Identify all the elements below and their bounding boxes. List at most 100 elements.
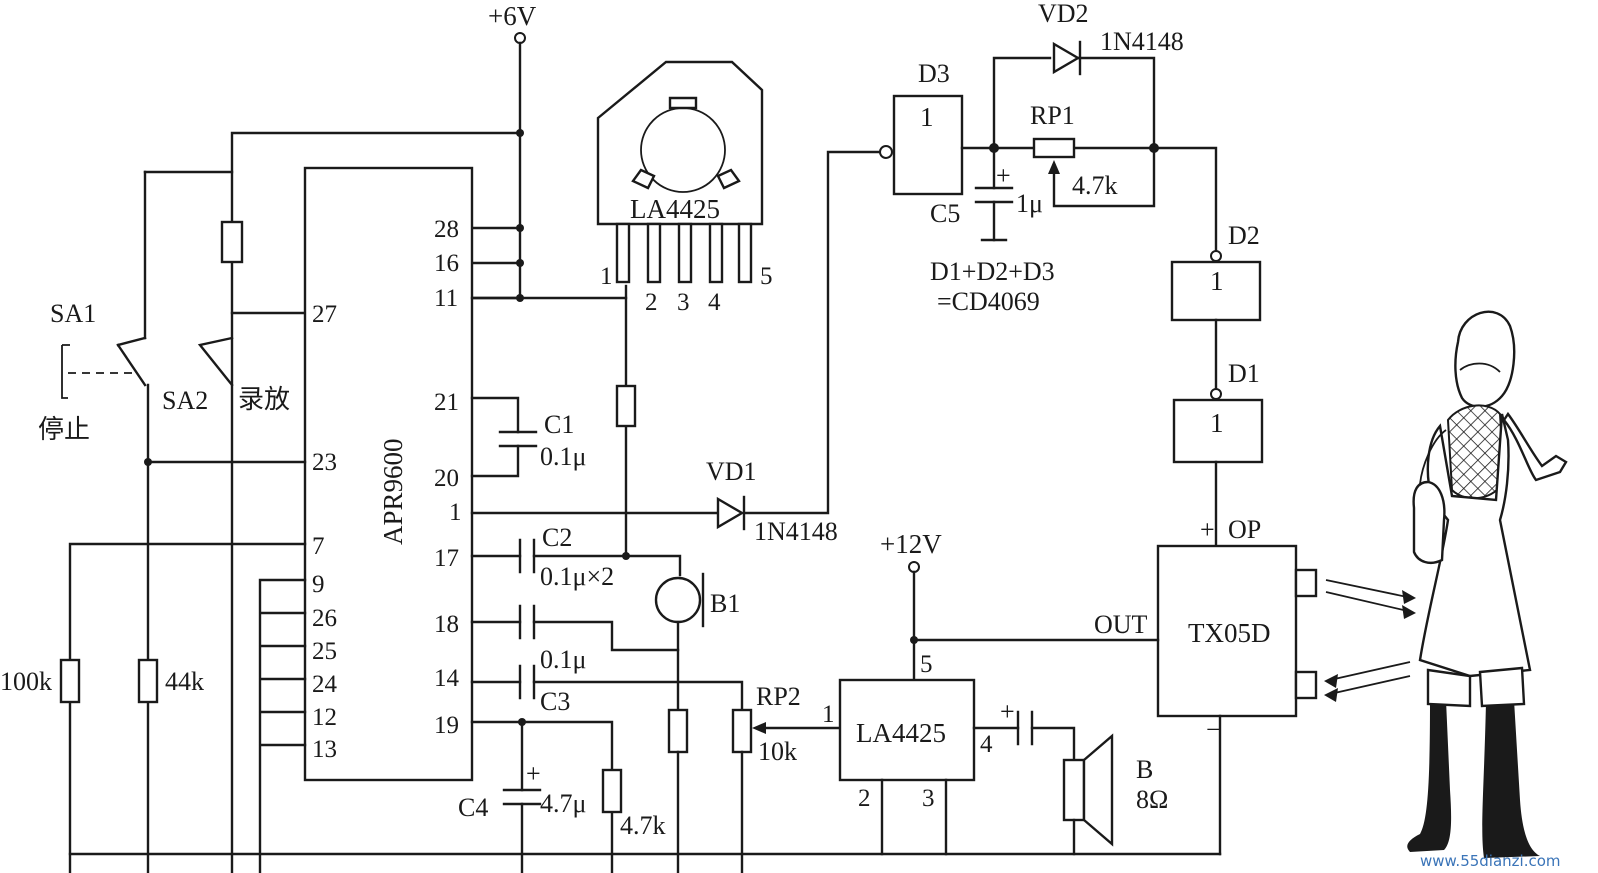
la-bottom-pin-2: 2 — [858, 785, 871, 812]
tx05d-minus-label: − — [1206, 715, 1221, 744]
inverter-d3-symbol: 1 — [920, 102, 934, 132]
potentiometer-rp2 — [731, 708, 842, 873]
resistor-44k-label: 44k — [165, 667, 204, 696]
la-top-pin-2: 2 — [645, 289, 658, 316]
apr-pin-27: 27 — [312, 301, 337, 328]
apr-pin-25: 25 — [312, 638, 337, 665]
la-bottom-pin-3: 3 — [922, 785, 935, 812]
resistor-44k — [137, 658, 159, 704]
resistor-4k7-c4 — [601, 768, 623, 814]
diode-vd1-label: VD1 — [706, 457, 757, 486]
apr-pin-14: 14 — [434, 665, 460, 692]
tx05d-plus-label: + — [1200, 515, 1215, 544]
cap-c5-plus: + — [996, 161, 1011, 190]
cap-c4-label: C4 — [458, 793, 488, 822]
person-illustration — [1407, 310, 1568, 858]
resistor-100k — [59, 658, 81, 704]
apr-pin-12: 12 — [312, 704, 337, 731]
la-bottom-pin-4: 4 — [980, 731, 993, 758]
inverter-d1-label: D1 — [1228, 359, 1260, 388]
watermark: www.55dianzi.com — [1420, 852, 1561, 870]
apr-pin-13: 13 — [312, 736, 337, 763]
apr-pin-7: 7 — [312, 533, 325, 560]
speaker-b-label: B — [1136, 755, 1153, 784]
resistor-pullup-27 — [220, 220, 244, 264]
potentiometer-rp1-value: 4.7k — [1072, 171, 1118, 200]
apr-pin-18: 18 — [434, 611, 459, 638]
apr-pin-28: 28 — [434, 216, 459, 243]
potentiometer-rp2-label: RP2 — [756, 682, 801, 711]
apr9600-right-pins: 28 16 11 21 20 1 17 18 14 19 — [434, 216, 462, 739]
switch-rec-label: 录放 — [238, 385, 290, 415]
inverter-d2-label: D2 — [1228, 221, 1260, 250]
diode-vd1-part: 1N4148 — [754, 517, 838, 546]
apr-pin-9: 9 — [312, 571, 325, 598]
cap-c3-value: 0.1μ — [540, 645, 586, 674]
speaker-b-value: 8Ω — [1136, 785, 1168, 814]
inverter-d1 — [1172, 398, 1264, 464]
speaker-b — [1062, 733, 1114, 856]
apr-pin-1: 1 — [449, 499, 462, 526]
resistor-4k7-label: 4.7k — [620, 811, 666, 840]
apr-pin-17: 17 — [434, 545, 459, 572]
apr-pin-16: 16 — [434, 250, 459, 277]
inverter-d3 — [892, 94, 964, 196]
diode-vd1 — [716, 495, 746, 531]
switch-stop-label: 停止 — [38, 415, 90, 445]
switch-sa1 — [61, 336, 147, 399]
potentiometer-rp2-value: 10k — [758, 737, 797, 766]
la4425-package — [596, 60, 764, 284]
la-bottom-pin-1: 1 — [822, 701, 835, 728]
cap-c5-value: 1μ — [1016, 189, 1043, 218]
la4425-top-label: LA4425 — [630, 194, 720, 224]
cap-out-plus: + — [1000, 697, 1015, 726]
cap-c2-label: C2 — [542, 523, 572, 552]
la-top-pin-1: 1 — [600, 263, 613, 290]
la4425-bottom-label: LA4425 — [856, 718, 946, 748]
apr-pin-11: 11 — [434, 285, 458, 312]
la-bottom-pin-5: 5 — [920, 651, 933, 678]
la-top-pin-4: 4 — [708, 289, 721, 316]
apr-pin-21: 21 — [434, 389, 459, 416]
inverter-d2-symbol: 1 — [1210, 266, 1224, 296]
cap-c1-value: 0.1μ — [540, 442, 586, 471]
apr9600-chip — [303, 166, 474, 782]
supply-6v-label: +6V — [488, 1, 537, 31]
gates-note-1: D1+D2+D3 — [930, 257, 1055, 286]
diode-vd2 — [1052, 40, 1082, 76]
microphone-b1-label: B1 — [710, 589, 740, 618]
tx05d-module — [1156, 544, 1298, 718]
la4425-amplifier — [838, 678, 976, 782]
apr9600-label: APR9600 — [378, 438, 408, 545]
diode-vd2-part: 1N4148 — [1100, 27, 1184, 56]
gates-note-2: =CD4069 — [937, 287, 1040, 316]
inverter-d2 — [1170, 260, 1262, 322]
apr9600-left-pins: 27 23 7 9 26 25 24 12 13 — [312, 301, 338, 763]
cap-c4-value: 4.7μ — [540, 789, 586, 818]
resistor-100k-label: 100k — [0, 667, 52, 696]
microphone-b1 — [654, 572, 705, 628]
apr-pin-19: 19 — [434, 712, 459, 739]
potentiometer-rp1 — [1032, 137, 1156, 208]
cap-c4-plus: + — [526, 759, 541, 788]
switch-sa2 — [197, 336, 234, 387]
resistor-mic-bias — [615, 384, 637, 428]
apr-pin-23: 23 — [312, 449, 337, 476]
resistor-mic-load — [667, 708, 689, 754]
inverter-d1-symbol: 1 — [1210, 408, 1224, 438]
tx05d-label: TX05D — [1188, 618, 1271, 648]
supply-12v-label: +12V — [880, 529, 942, 559]
switch-sa1-label: SA1 — [50, 299, 96, 328]
tx05d-out-label: OUT — [1094, 610, 1148, 639]
cap-c3-label: C3 — [540, 687, 570, 716]
ir-beams — [1324, 579, 1416, 702]
cap-c1-label: C1 — [544, 410, 574, 439]
supply-6v: +6V — [488, 1, 537, 44]
tx05d-op-label: OP — [1228, 515, 1261, 544]
apr-pin-26: 26 — [312, 605, 337, 632]
cap-c5-label: C5 — [930, 199, 960, 228]
apr-pin-20: 20 — [434, 465, 459, 492]
cap-c2-value: 0.1μ×2 — [540, 562, 614, 591]
la-top-pin-3: 3 — [677, 289, 690, 316]
